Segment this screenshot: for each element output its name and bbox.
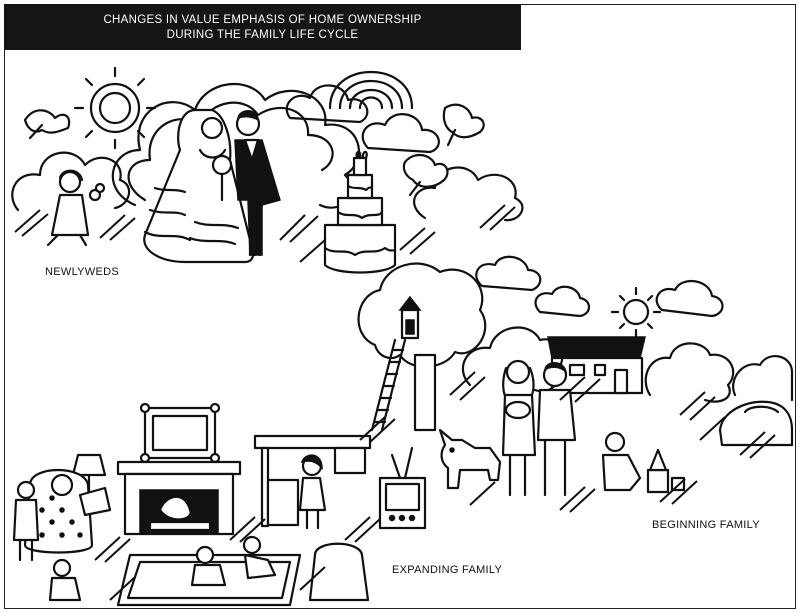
bird-icon-center — [402, 153, 449, 197]
label-newlyweds: NEWLYWEDS — [45, 266, 120, 278]
woman-cooking — [298, 454, 327, 530]
wall-mirror — [139, 402, 221, 464]
title-line-2: DURING THE FAMILY LIFE CYCLE — [166, 29, 359, 41]
ground-hatching-beginning — [449, 371, 776, 513]
child-chair — [308, 542, 370, 602]
cloud-small-2 — [534, 285, 591, 318]
armchair-with-grandparent — [23, 468, 112, 554]
groom-figure — [234, 110, 281, 257]
cloud-small-3 — [655, 279, 724, 318]
floor-hatching-expanding — [94, 416, 396, 601]
title-line-1: CHANGES IN VALUE EMPHASIS OF HOME OWNERS… — [103, 14, 422, 26]
wedding-cake — [323, 150, 397, 274]
beginning-family-scene — [357, 255, 794, 513]
cloud-right — [413, 166, 524, 222]
title-bar: CHANGES IN VALUE EMPHASIS OF HOME OWNERS… — [4, 4, 521, 50]
newlyweds-scene — [11, 66, 524, 274]
bride-figure — [143, 108, 255, 264]
bush-right — [644, 342, 735, 403]
label-beginning-family: BEGINNING FAMILY — [652, 519, 760, 531]
child-standing — [12, 480, 40, 562]
sun-icon-right — [610, 286, 662, 338]
bird-icon-right — [442, 103, 485, 147]
cloud-top-right — [361, 113, 440, 154]
ground-hatching-newlyweds — [14, 204, 516, 263]
cloud-small-1 — [475, 255, 542, 292]
dog-figure — [438, 428, 502, 490]
flower-girl-figure — [46, 169, 106, 247]
expanding-family-scene — [12, 402, 427, 607]
cloud-behind-couple — [111, 82, 360, 209]
children-playing — [48, 535, 277, 602]
tree-with-treehouse — [357, 262, 487, 432]
label-expanding-family: EXPANDING FAMILY — [392, 564, 503, 576]
fireplace — [116, 460, 242, 536]
child-with-blocks — [601, 431, 686, 494]
cloud-top-middle — [285, 84, 369, 124]
television — [378, 446, 427, 530]
cloud-inner-lines — [127, 101, 334, 202]
couple-with-baby — [501, 359, 577, 497]
sun-icon-left — [73, 66, 157, 150]
bird-icon-left — [23, 109, 71, 140]
rainbow — [328, 70, 414, 110]
bush-far-right — [732, 355, 794, 402]
parked-car — [718, 400, 794, 447]
cloud-left — [11, 151, 131, 212]
